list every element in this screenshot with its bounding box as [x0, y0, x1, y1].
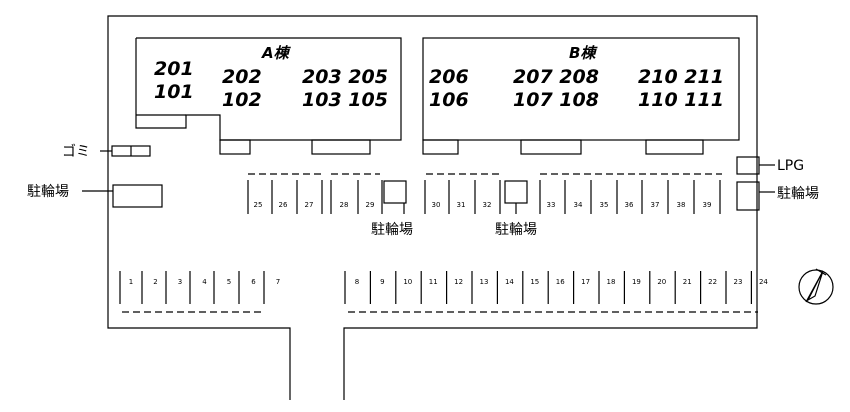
building-a-outline — [135, 37, 402, 141]
parking-space-number: 21 — [683, 278, 692, 286]
parking-space-number: 9 — [380, 278, 384, 286]
parking-space-number: 22 — [708, 278, 717, 286]
bicycle-center-label-1: 駐輪場 — [371, 221, 413, 238]
parking-space-number: 2 — [153, 278, 157, 286]
unit-label: 106 — [429, 89, 469, 111]
building-a-porch-1 — [219, 139, 251, 155]
building-a-porch-2 — [311, 139, 371, 155]
parking-space-number: 31 — [457, 201, 466, 209]
parking-space-number: 11 — [429, 278, 438, 286]
parking-space-number: 26 — [279, 201, 288, 209]
parking-space-number: 29 — [366, 201, 375, 209]
unit-label: 210 211 — [638, 66, 724, 88]
building-b-name: B棟 — [569, 44, 598, 62]
garbage-label: ゴミ — [62, 143, 90, 160]
parking-space-number: 36 — [625, 201, 634, 209]
site-boundary — [107, 15, 758, 400]
parking-dividers — [119, 180, 753, 304]
bicycle-center-label-2: 駐輪場 — [495, 221, 537, 238]
bicycle-area-center-1 — [383, 180, 407, 204]
unit-label: 110 111 — [638, 89, 724, 111]
lpg-label: LPG — [777, 158, 804, 174]
parking-space-number: 34 — [574, 201, 583, 209]
unit-label: 207 208 — [513, 66, 599, 88]
parking-space-number: 28 — [340, 201, 349, 209]
parking-space-number: 16 — [556, 278, 565, 286]
parking-space-number: 4 — [202, 278, 207, 286]
parking-space-number: 3 — [178, 278, 182, 286]
bicycle-area-left — [112, 184, 163, 208]
parking-space-number: 19 — [632, 278, 641, 286]
parking-space-number: 23 — [734, 278, 743, 286]
parking-space-number: 5 — [227, 278, 231, 286]
parking-space-number: 30 — [432, 201, 441, 209]
unit-label: 101 — [154, 81, 194, 103]
parking-space-number: 39 — [703, 201, 712, 209]
parking-space-number: 33 — [547, 201, 556, 209]
parking-space-number: 12 — [454, 278, 463, 286]
unit-label: 103 105 — [302, 89, 388, 111]
parking-space-number: 8 — [355, 278, 359, 286]
building-b-porch-1 — [422, 139, 459, 155]
unit-label: 206 — [429, 66, 469, 88]
bicycle-right-label: 駐輪場 — [777, 185, 819, 202]
parking-space-number: 37 — [651, 201, 660, 209]
parking-space-number: 25 — [254, 201, 263, 209]
parking-space-number: 17 — [581, 278, 590, 286]
parking-space-number: 20 — [657, 278, 666, 286]
unit-label: 203 205 — [302, 66, 388, 88]
parking-space-number: 10 — [403, 278, 412, 286]
parking-space-number: 13 — [480, 278, 489, 286]
parking-space-number: 35 — [600, 201, 609, 209]
north-arrow-icon — [798, 268, 834, 305]
parking-space-number: 32 — [483, 201, 492, 209]
unit-label: 102 — [222, 89, 262, 111]
bicycle-left-label: 駐輪場 — [27, 183, 69, 200]
parking-space-number: 14 — [505, 278, 514, 286]
building-a-name: A棟 — [261, 44, 292, 62]
bicycle-area-center-2 — [504, 180, 528, 204]
parking-space-number: 1 — [129, 278, 133, 286]
parking-space-number: 38 — [677, 201, 686, 209]
unit-label: 202 — [222, 66, 262, 88]
bicycle-area-right — [736, 181, 760, 211]
parking-row-top: 25 26 27 28 29 30 31 32 33 34 35 36 37 38 39 — [254, 201, 712, 209]
unit-label: 201 — [154, 58, 194, 80]
parking-space-number: 27 — [305, 201, 314, 209]
parking-space-number: 15 — [530, 278, 539, 286]
lpg-tank — [736, 156, 760, 175]
parking-space-number: 24 — [759, 278, 768, 286]
parking-space-number: 7 — [276, 278, 280, 286]
building-b-porch-2 — [520, 139, 582, 155]
unit-label: 107 108 — [513, 89, 599, 111]
parking-space-number: 6 — [251, 278, 256, 286]
building-b-porch-3 — [645, 139, 704, 155]
parking-space-number: 18 — [607, 278, 616, 286]
